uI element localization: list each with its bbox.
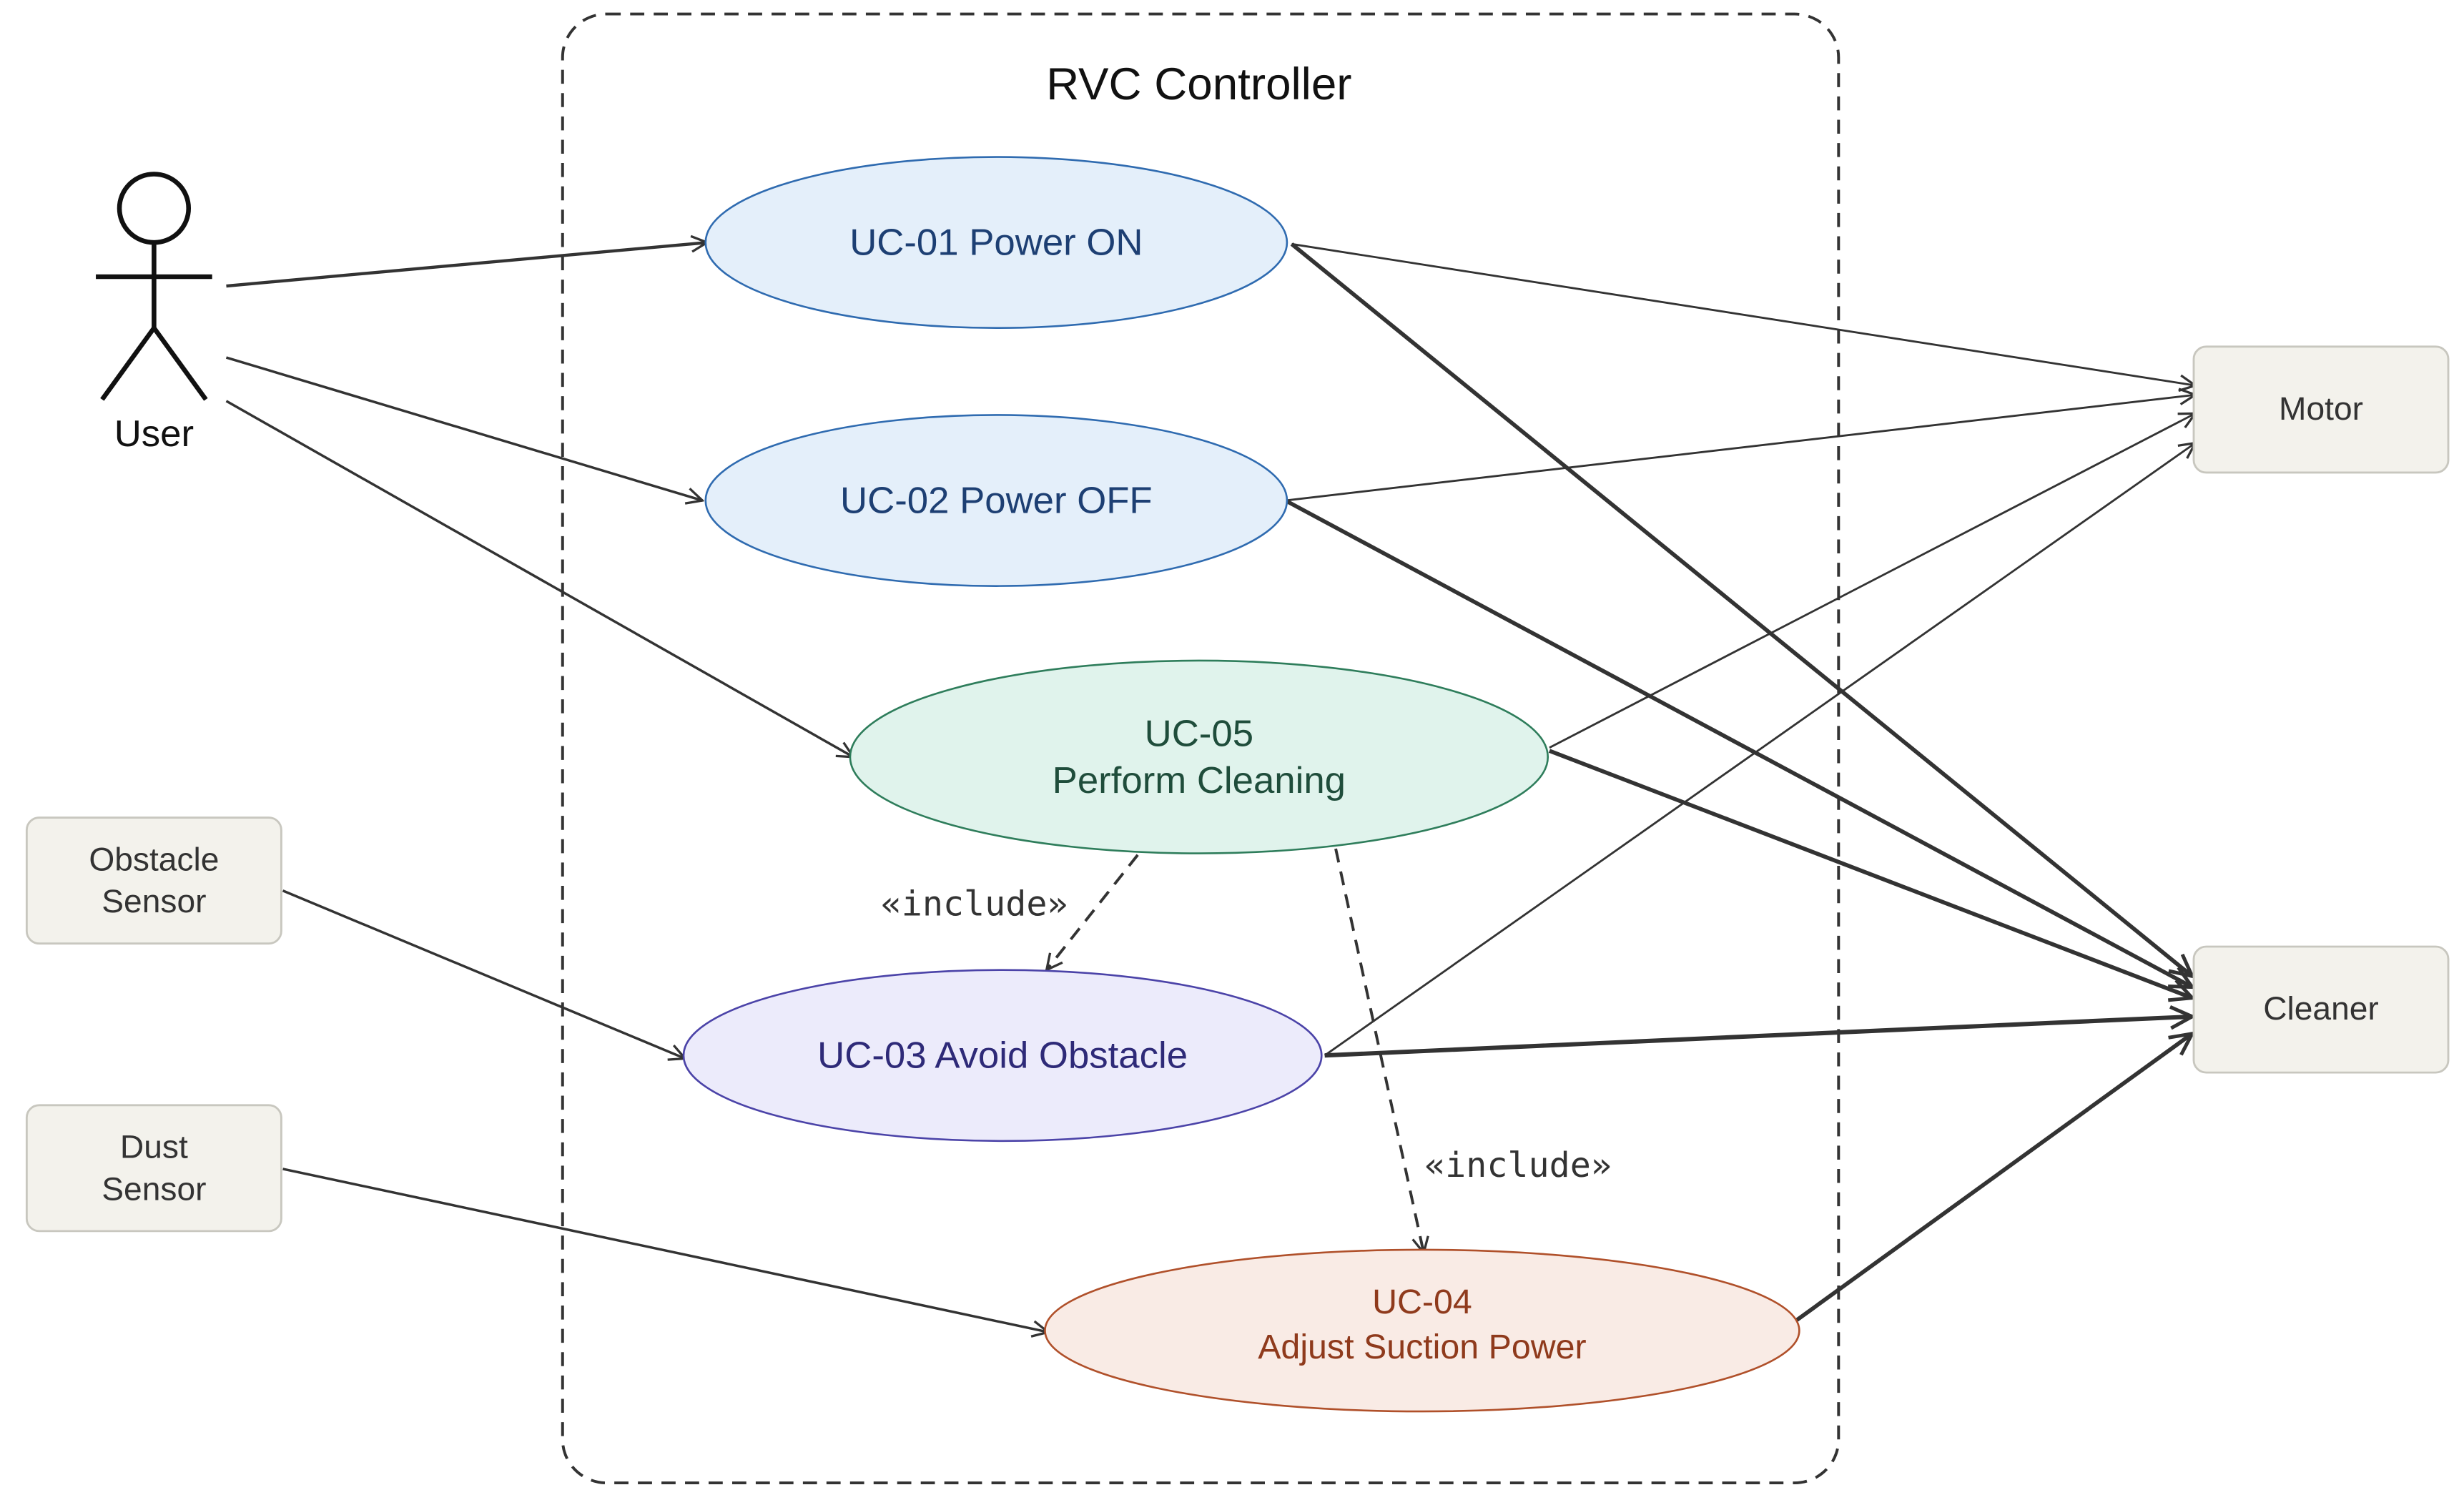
obstacle-sensor-box (25, 816, 282, 945)
actor-obstacle-sensor[interactable]: Obstacle Sensor (25, 816, 282, 945)
cleaner-box (2192, 945, 2450, 1074)
assoc-uc02-cleaner (1284, 498, 2192, 987)
uc02-label: UC-02 Power OFF (840, 480, 1153, 522)
actor-dust-sensor[interactable]: Dust Sensor (25, 1104, 282, 1233)
assoc-uc05-motor (1549, 413, 2195, 749)
assoc-uc03-motor (1324, 443, 2196, 1057)
uc04-label-line1: UC-04 (1372, 1283, 1472, 1321)
assoc-uc03-cleaner (1324, 1017, 2192, 1058)
uc02-shape (704, 414, 1288, 587)
use-case-uc03[interactable]: UC-03 Avoid Obstacle (682, 969, 1323, 1143)
include-relations (1047, 848, 1424, 1253)
include-label-uc03: «include» (881, 884, 1068, 924)
user-leg-left (100, 326, 157, 401)
assoc-user-uc01 (226, 242, 706, 288)
associations (225, 242, 2196, 1332)
dust-sensor-label-line1: Dust (120, 1128, 188, 1165)
user-leg-right (152, 326, 208, 401)
uc01-label: UC-01 Power ON (849, 222, 1143, 264)
system-boundary (561, 12, 1840, 1485)
actor-user-label: User (114, 413, 194, 455)
use-case-uc04[interactable]: UC-04 Adjust Suction Power (1044, 1248, 1800, 1413)
assoc-user-uc05 (225, 400, 853, 757)
system-title: RVC Controller (1046, 59, 1351, 109)
assoc-uc02-motor (1285, 395, 2195, 502)
uc03-label: UC-03 Avoid Obstacle (817, 1035, 1188, 1077)
assoc-obstacle-uc03 (282, 889, 686, 1059)
assoc-uc04-cleaner (1791, 1034, 2192, 1325)
use-case-uc02[interactable]: UC-02 Power OFF (704, 414, 1288, 587)
dust-sensor-box (25, 1104, 282, 1233)
assoc-uc01-cleaner (1290, 242, 2192, 976)
use-case-uc05[interactable]: UC-05 Perform Cleaning (849, 659, 1549, 854)
assoc-user-uc02 (225, 356, 702, 500)
motor-label: Motor (2279, 390, 2363, 427)
assoc-uc01-motor (1291, 242, 2196, 385)
actor-cleaner[interactable]: Cleaner (2192, 945, 2450, 1074)
uc05-shape (849, 659, 1549, 854)
actor-user[interactable] (96, 172, 212, 401)
actor-motor[interactable]: Motor (2192, 345, 2450, 474)
uc05-label-line2: Perform Cleaning (1053, 760, 1346, 801)
uc04-label-line2: Adjust Suction Power (1258, 1328, 1586, 1366)
uc01-shape (704, 156, 1288, 330)
user-head-icon (117, 172, 192, 245)
use-case-uc01[interactable]: UC-01 Power ON (704, 156, 1288, 330)
dust-sensor-label-line2: Sensor (102, 1170, 206, 1208)
cleaner-label: Cleaner (2263, 990, 2379, 1027)
obstacle-sensor-label-line1: Obstacle (89, 841, 219, 878)
include-uc05-uc03 (1047, 854, 1139, 970)
motor-box (2192, 345, 2450, 474)
include-label-uc04: «include» (1424, 1145, 1612, 1185)
uc04-shape (1044, 1248, 1800, 1413)
uc05-label-line1: UC-05 (1145, 714, 1253, 755)
obstacle-sensor-label-line2: Sensor (102, 882, 206, 919)
assoc-uc05-cleaner (1548, 749, 2192, 998)
uc03-shape (682, 969, 1323, 1143)
assoc-dust-uc04 (282, 1168, 1048, 1332)
